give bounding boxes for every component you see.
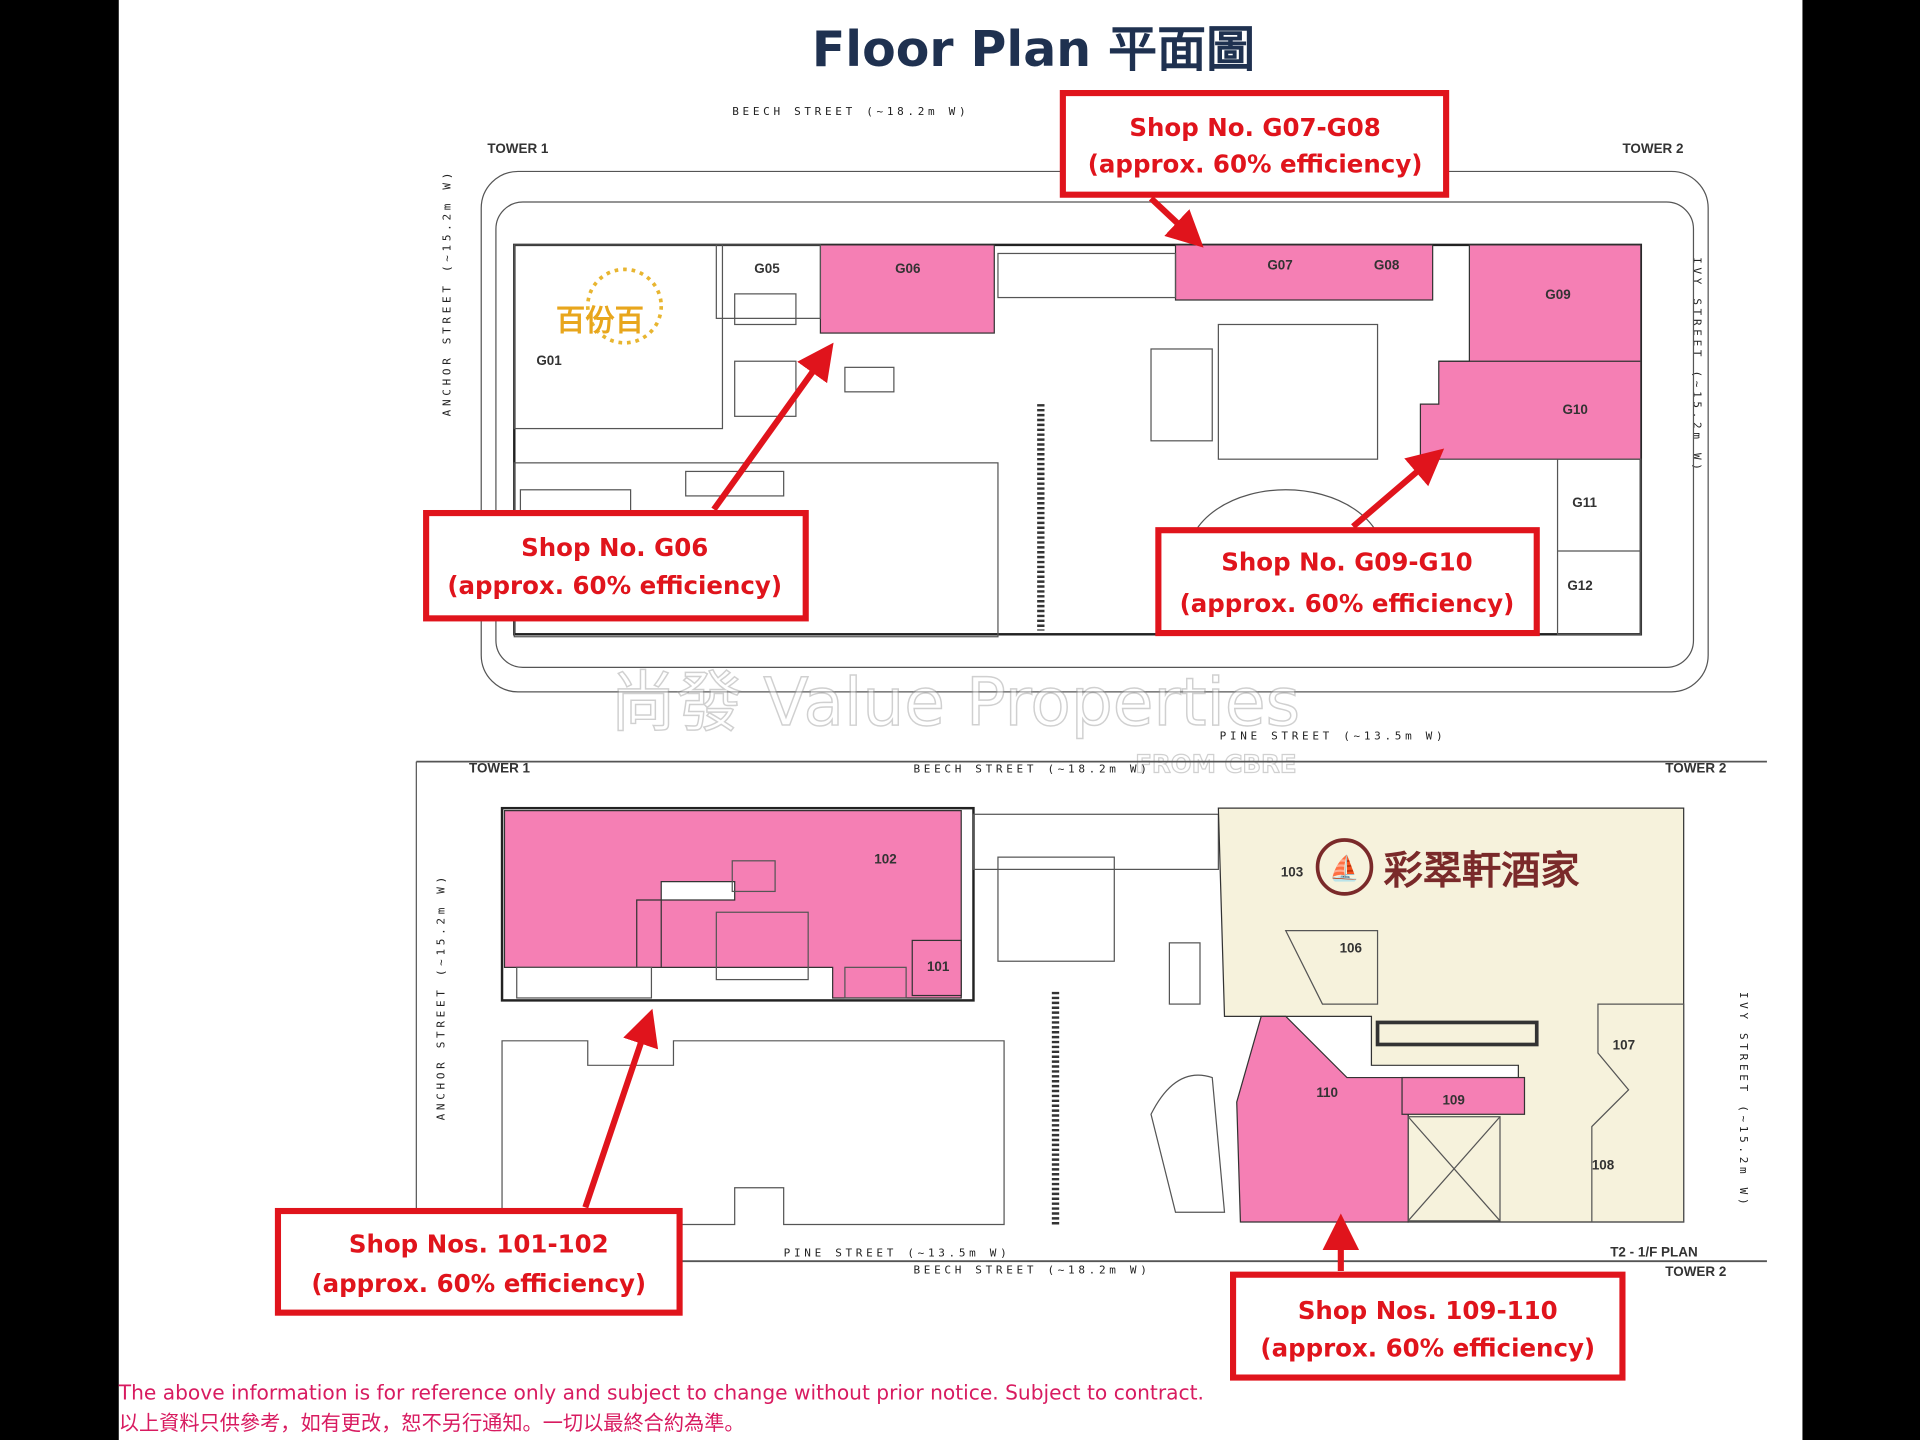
restaurant-logo: ⛵ 彩翠軒酒家 <box>1315 838 1581 896</box>
svg-text:⛵: ⛵ <box>1329 854 1359 883</box>
unit-label: G06 <box>895 261 920 276</box>
unit-label: G07 <box>1267 257 1292 272</box>
street-label-beech: BEECH STREET (~18.2m W) <box>913 763 1150 776</box>
arrow-icon <box>711 342 834 512</box>
svg-text:(approx. 60% efficiency): (approx. 60% efficiency) <box>1260 1334 1595 1363</box>
unit-label: 110 <box>1316 1085 1338 1100</box>
unit-label: 103 <box>1281 865 1303 880</box>
tower-label: TOWER 2 <box>1665 1264 1726 1279</box>
svg-text:Shop Nos. 101-102: Shop Nos. 101-102 <box>349 1230 609 1259</box>
unit-label: 101 <box>927 959 950 974</box>
tower-label: TOWER 1 <box>469 761 531 776</box>
unit-label: 109 <box>1442 1092 1464 1107</box>
svg-text:Shop No. G07-G08: Shop No. G07-G08 <box>1129 113 1380 142</box>
disclaimer-zh: 以上資料只供參考，如有更改，恕不另行通知。一切以最終合約為準。 <box>119 1411 745 1435</box>
tower-label: TOWER 1 <box>487 141 549 156</box>
callout-101-102: Shop Nos. 101-102 (approx. 60% efficienc… <box>274 1207 683 1316</box>
svg-text:(approx. 60% efficiency): (approx. 60% efficiency) <box>1088 150 1423 179</box>
unit-label: G12 <box>1567 578 1592 593</box>
svg-text:(approx. 60% efficiency): (approx. 60% efficiency) <box>1180 589 1515 618</box>
svg-text:Shop Nos. 109-110: Shop Nos. 109-110 <box>1298 1296 1558 1325</box>
first-floor-plan: TOWER 1 TOWER 2 TOWER 2 BEECH STREET (~1… <box>415 761 1767 1279</box>
plan-label: T2 - 1/F PLAN <box>1610 1244 1697 1259</box>
svg-text:百份百: 百份百 <box>556 304 644 338</box>
street-label-anchor: ANCHOR STREET (~15.2m W) <box>434 873 447 1120</box>
watermark: 尚發 Value Properties FROM CBRE <box>609 663 1300 779</box>
street-label-beech: BEECH STREET (~18.2m W) <box>732 105 969 118</box>
callout-g07-g08: Shop No. G07-G08 (approx. 60% efficiency… <box>1059 90 1450 198</box>
unit-101-102 <box>503 810 962 999</box>
unit-label: 107 <box>1613 1037 1635 1052</box>
unit-g07-g08 <box>1174 244 1434 301</box>
unit-label: 106 <box>1340 941 1362 956</box>
svg-text:Shop No. G09-G10: Shop No. G09-G10 <box>1221 548 1472 577</box>
street-label-pine: PINE STREET (~13.5m W) <box>784 1246 1011 1259</box>
unit-label: G10 <box>1562 402 1587 417</box>
unit-label: G01 <box>536 353 562 368</box>
arrow-icon <box>582 1008 659 1209</box>
unit-109 <box>1401 1076 1526 1115</box>
street-label-ivy: IVY STREET (~15.2m W) <box>1737 992 1750 1208</box>
street-label-ivy: IVY STREET (~15.2m W) <box>1690 257 1703 473</box>
svg-text:Shop No. G06: Shop No. G06 <box>521 533 708 562</box>
unit-label: G09 <box>1545 287 1570 302</box>
svg-text:(approx. 60% efficiency): (approx. 60% efficiency) <box>311 1269 646 1298</box>
unit-label: G08 <box>1374 257 1400 272</box>
arrow-icon <box>1351 448 1445 529</box>
unit-g06 <box>819 244 995 334</box>
callout-arrows <box>582 196 1445 1272</box>
street-label-beech: BEECH STREET (~18.2m W) <box>913 1263 1150 1276</box>
unit-label: 108 <box>1592 1157 1615 1172</box>
page-title: Floor Plan 平面圖 <box>812 21 1255 78</box>
callout-g06: Shop No. G06 (approx. 60% efficiency) <box>423 510 809 622</box>
tower-label: TOWER 2 <box>1622 141 1683 156</box>
svg-text:彩翠軒酒家: 彩翠軒酒家 <box>1384 848 1581 894</box>
street-label-anchor: ANCHOR STREET (~15.2m W) <box>441 169 454 416</box>
street-label-pine: PINE STREET (~13.5m W) <box>1220 730 1447 743</box>
unit-label: 102 <box>874 851 896 866</box>
callout-g09-g10: Shop No. G09-G10 (approx. 60% efficiency… <box>1155 527 1540 637</box>
svg-text:尚發 Value Properties: 尚發 Value Properties <box>610 664 1300 741</box>
svg-text:FROM CBRE: FROM CBRE <box>1135 750 1296 779</box>
tower-label: TOWER 2 <box>1665 761 1726 776</box>
arrow-icon <box>1148 196 1204 248</box>
unit-label: G11 <box>1572 495 1597 510</box>
disclaimer-en: The above information is for reference o… <box>118 1381 1204 1405</box>
svg-text:(approx. 60% efficiency): (approx. 60% efficiency) <box>447 571 782 600</box>
unit-label: G05 <box>754 261 780 276</box>
callout-109-110: Shop Nos. 109-110 (approx. 60% efficienc… <box>1230 1271 1626 1381</box>
ground-floor-plan: BEECH STREET (~18.2m W) TOWER 1 TOWER 2 … <box>441 105 1709 743</box>
